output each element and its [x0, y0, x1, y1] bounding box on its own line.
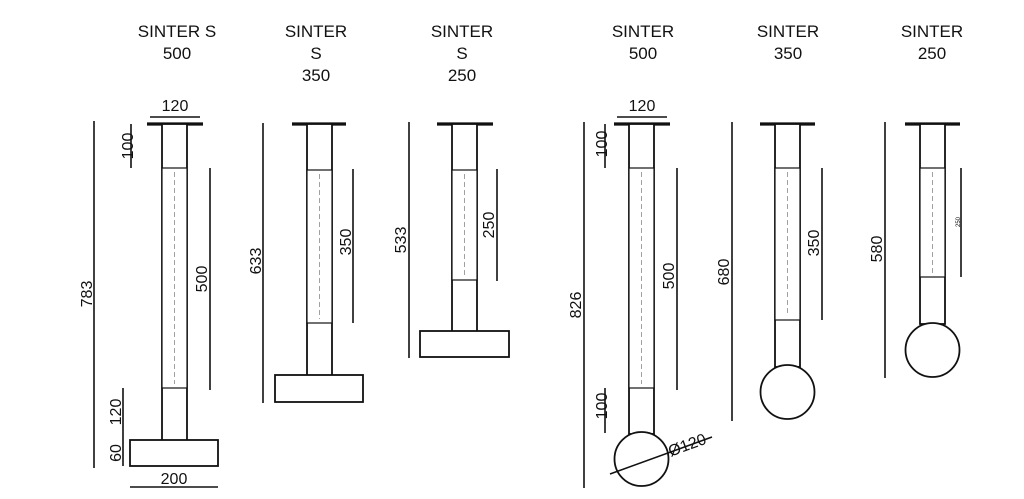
globe-bulb: [759, 364, 816, 420]
title-line: SINTER: [611, 22, 675, 41]
title-line: 350: [773, 44, 803, 63]
title-line: S: [310, 44, 322, 63]
model-title-sinter-s-250: SINTER S 250: [402, 21, 522, 87]
model-title-sinter-350: SINTER 350: [728, 21, 848, 65]
dim-label-bottom-section: 120: [108, 399, 125, 426]
floor-base: [129, 439, 219, 467]
glass-section: [919, 167, 946, 278]
dim-label-total-height: 580: [869, 236, 886, 263]
title-line: SINTER: [756, 22, 820, 41]
lamp-sinter-s-250: 533 250: [393, 122, 510, 358]
dim-label-top-section: 100: [594, 131, 611, 158]
lamp-sinter-250: 580 250: [869, 122, 962, 378]
model-title-sinter-s-500: SINTER S 500: [117, 21, 237, 65]
dim-label-total-height: 633: [248, 248, 265, 275]
lamp-sinter-s-350: 633 350: [248, 122, 364, 403]
dim-label-tube: 500: [661, 263, 678, 290]
dim-label-tube: 500: [194, 266, 211, 293]
title-line: SINTER: [284, 22, 348, 41]
dim-label-tube: 250: [481, 212, 498, 239]
model-title-sinter-500: SINTER 500: [583, 21, 703, 65]
title-line: SINTER S: [137, 22, 217, 41]
dim-label-top-width: 120: [162, 98, 189, 115]
dim-line-globe-diameter: [609, 436, 713, 475]
title-line: SINTER: [430, 22, 494, 41]
dim-label-total-height: 533: [393, 227, 410, 254]
globe-bulb: [904, 322, 961, 378]
lamp-sinter-s-500: 120 100 783 500 120 60 200: [79, 98, 219, 488]
globe-bulb: [613, 431, 670, 487]
dim-label-total-height: 826: [568, 292, 585, 319]
dim-label-bottom-section: 100: [594, 393, 611, 420]
dim-label-total-height: 783: [79, 281, 96, 308]
dim-label-base-height: 60: [108, 444, 125, 462]
floor-base: [274, 374, 364, 403]
model-title-sinter-250: SINTER 250: [872, 21, 992, 65]
floor-base: [419, 330, 510, 358]
dim-label-top-section: 100: [120, 133, 137, 160]
dim-label-top-width: 120: [629, 98, 656, 115]
dim-label-tube: 350: [338, 229, 355, 256]
title-line: SINTER: [900, 22, 964, 41]
dim-label-total-height: 680: [716, 259, 733, 286]
title-line: 350: [301, 66, 331, 85]
dim-label-globe-diameter: Ø120: [666, 431, 709, 460]
title-line: 250: [447, 66, 477, 85]
lamp-sinter-350: 680 350: [716, 122, 823, 421]
dim-label-base-width: 200: [161, 471, 188, 488]
lamp-sinter-500: 120 100 826 500 100 Ø120: [568, 98, 713, 488]
title-line: 500: [628, 44, 658, 63]
dim-label-tube: 350: [806, 230, 823, 257]
title-line: S: [456, 44, 468, 63]
title-line: 250: [917, 44, 947, 63]
dim-label-tube: 250: [956, 216, 962, 227]
title-line: 500: [162, 44, 192, 63]
model-title-sinter-s-350: SINTER S 350: [256, 21, 376, 87]
